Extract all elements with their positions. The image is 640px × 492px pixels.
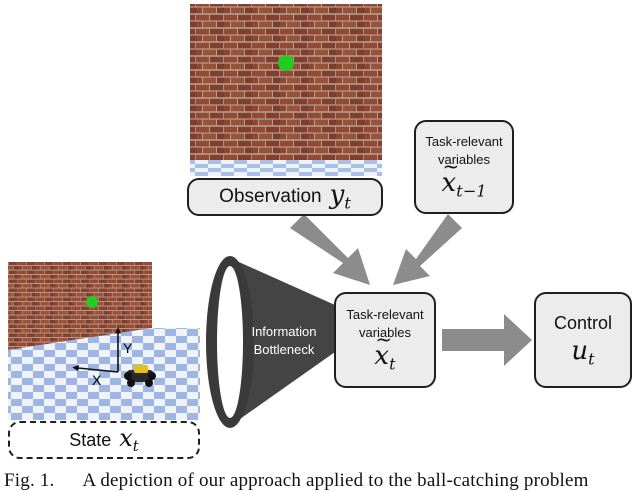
ball-green-icon [86, 296, 98, 308]
caption-fig-number: Fig. 1. [4, 470, 55, 491]
observation-label: Observation [219, 186, 322, 207]
prev-variables-symbol: ~xt−1 [441, 154, 487, 201]
caption-text: A depiction of our approach applied to t… [82, 470, 589, 491]
state-symbol: xt [119, 423, 139, 456]
control-label: Control [553, 312, 613, 333]
funnel-line1: Information [251, 324, 317, 339]
x-axis-arrow [72, 364, 119, 373]
observation-box: Observation yt [187, 178, 383, 216]
ball-green-icon [278, 55, 294, 71]
funnel-label: Information Bottleneck [238, 323, 330, 359]
observation-symbol: yt [329, 180, 351, 213]
prev-variables-line1: Task-relevant [425, 133, 503, 149]
prev-variables-line2: variables [437, 151, 491, 167]
arrow-observation-to-variables [290, 214, 370, 285]
control-box: Control ut [534, 292, 632, 388]
prev-variables-box: Task-relevant variables ~xt−1 [414, 120, 514, 214]
current-variables-symbol: ~xt [374, 327, 396, 374]
arrow-prev-to-variables [393, 214, 462, 285]
control-symbol: ut [571, 336, 595, 369]
funnel-line2: Bottleneck [253, 342, 315, 358]
current-variables-line2: variables [358, 324, 412, 340]
figure-caption: Fig. 1. A depiction of our approach appli… [4, 470, 640, 492]
robot-icon [124, 365, 156, 387]
state-label: State [69, 429, 112, 450]
state-render [8, 262, 200, 420]
information-bottleneck-funnel [206, 256, 335, 428]
state-box: State xt [8, 421, 200, 459]
observation-render [190, 4, 382, 176]
x-axis-label: X [92, 372, 102, 388]
current-variables-box: Task-relevant variables ~xt [334, 292, 436, 388]
current-variables-line1: Task-relevant [346, 306, 424, 322]
y-axis-label: Y [123, 340, 133, 356]
arrow-variables-to-control [442, 314, 532, 366]
